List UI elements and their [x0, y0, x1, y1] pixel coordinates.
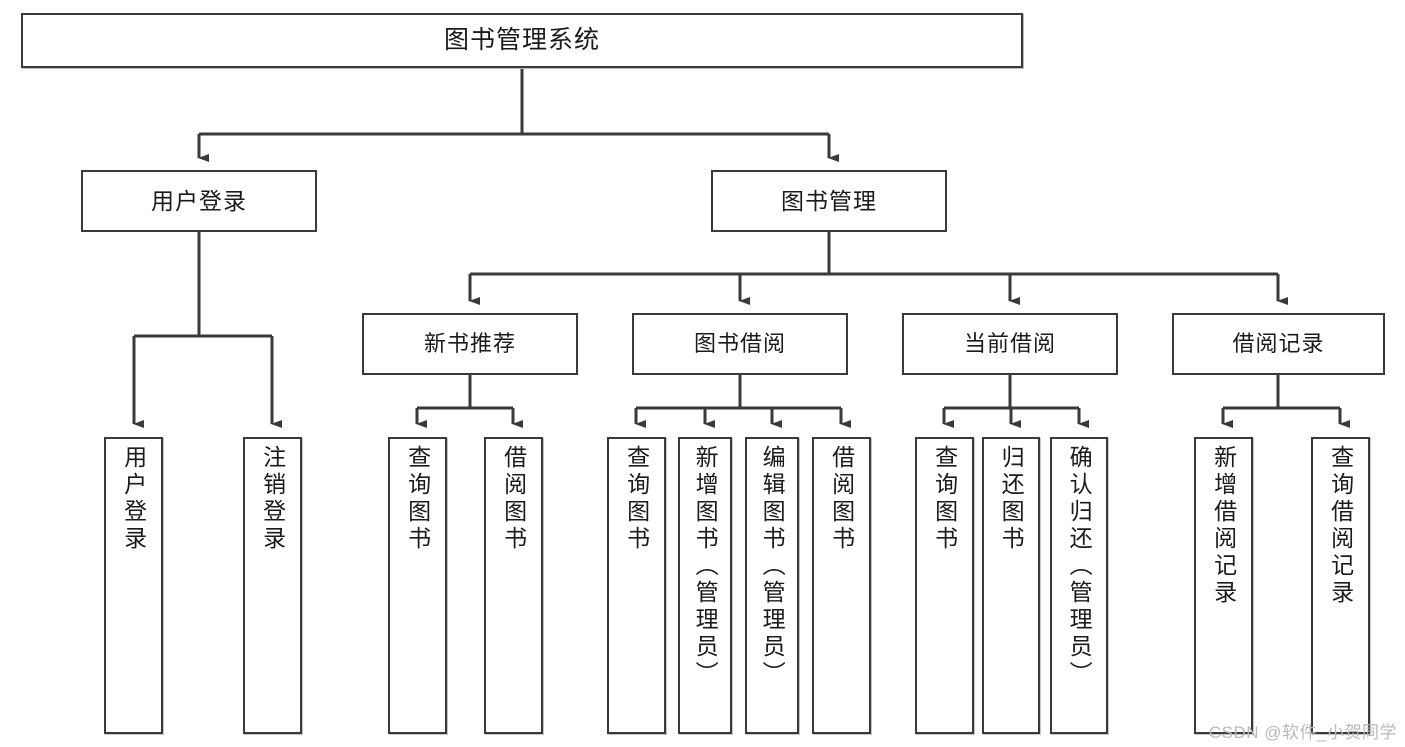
node-label: 用户登录 [120, 445, 147, 553]
leaf-query-book-borrow[interactable]: 查询图书 [607, 437, 666, 734]
node-label: 归还图书 [998, 445, 1025, 553]
node-label: 查询借阅记录 [1327, 445, 1354, 607]
leaf-edit-book-admin[interactable]: 编辑图书（管理员） [745, 437, 799, 734]
leaf-add-borrow-record[interactable]: 新增借阅记录 [1194, 437, 1253, 734]
node-label: 新增图书（管理员） [692, 445, 719, 688]
node-label: 图书借阅 [693, 331, 786, 357]
node-user-login[interactable]: 用户登录 [81, 170, 317, 232]
node-label: 查询图书 [931, 445, 958, 553]
node-label: 确认归还（管理员） [1066, 445, 1093, 688]
leaf-logout[interactable]: 注销登录 [243, 437, 302, 734]
node-label: 新增借阅记录 [1210, 445, 1237, 607]
leaf-user-login[interactable]: 用户登录 [104, 437, 163, 734]
watermark: CSDN @软件_小贺同学 [1208, 723, 1397, 742]
leaf-query-book-current[interactable]: 查询图书 [915, 437, 974, 734]
node-new-book-recommend[interactable]: 新书推荐 [362, 313, 578, 375]
node-current-borrow[interactable]: 当前借阅 [902, 313, 1118, 375]
node-book-management[interactable]: 图书管理 [711, 170, 947, 232]
node-label: 借阅图书 [828, 445, 855, 553]
node-label: 查询图书 [623, 445, 650, 553]
node-label: 借阅图书 [500, 445, 527, 553]
leaf-query-borrow-record[interactable]: 查询借阅记录 [1311, 437, 1370, 734]
leaf-add-book-admin[interactable]: 新增图书（管理员） [678, 437, 732, 734]
node-label: 新书推荐 [423, 331, 516, 357]
node-label: 图书管理 [781, 187, 877, 214]
leaf-confirm-return-admin[interactable]: 确认归还（管理员） [1050, 437, 1108, 734]
node-label: 编辑图书（管理员） [759, 445, 786, 688]
node-label: 图书管理系统 [443, 25, 600, 54]
leaf-borrow-book-recommend[interactable]: 借阅图书 [484, 437, 543, 734]
leaf-query-book-recommend[interactable]: 查询图书 [388, 437, 447, 734]
leaf-borrow-book[interactable]: 借阅图书 [812, 437, 871, 734]
node-borrow-records[interactable]: 借阅记录 [1172, 313, 1385, 375]
node-label: 用户登录 [151, 187, 247, 214]
leaf-return-book[interactable]: 归还图书 [982, 437, 1040, 734]
node-label: 查询图书 [404, 445, 431, 553]
node-label: 当前借阅 [963, 331, 1056, 357]
node-book-borrow[interactable]: 图书借阅 [632, 313, 848, 375]
node-label: 借阅记录 [1232, 331, 1325, 357]
node-label: 注销登录 [259, 445, 286, 553]
node-root[interactable]: 图书管理系统 [21, 13, 1023, 68]
